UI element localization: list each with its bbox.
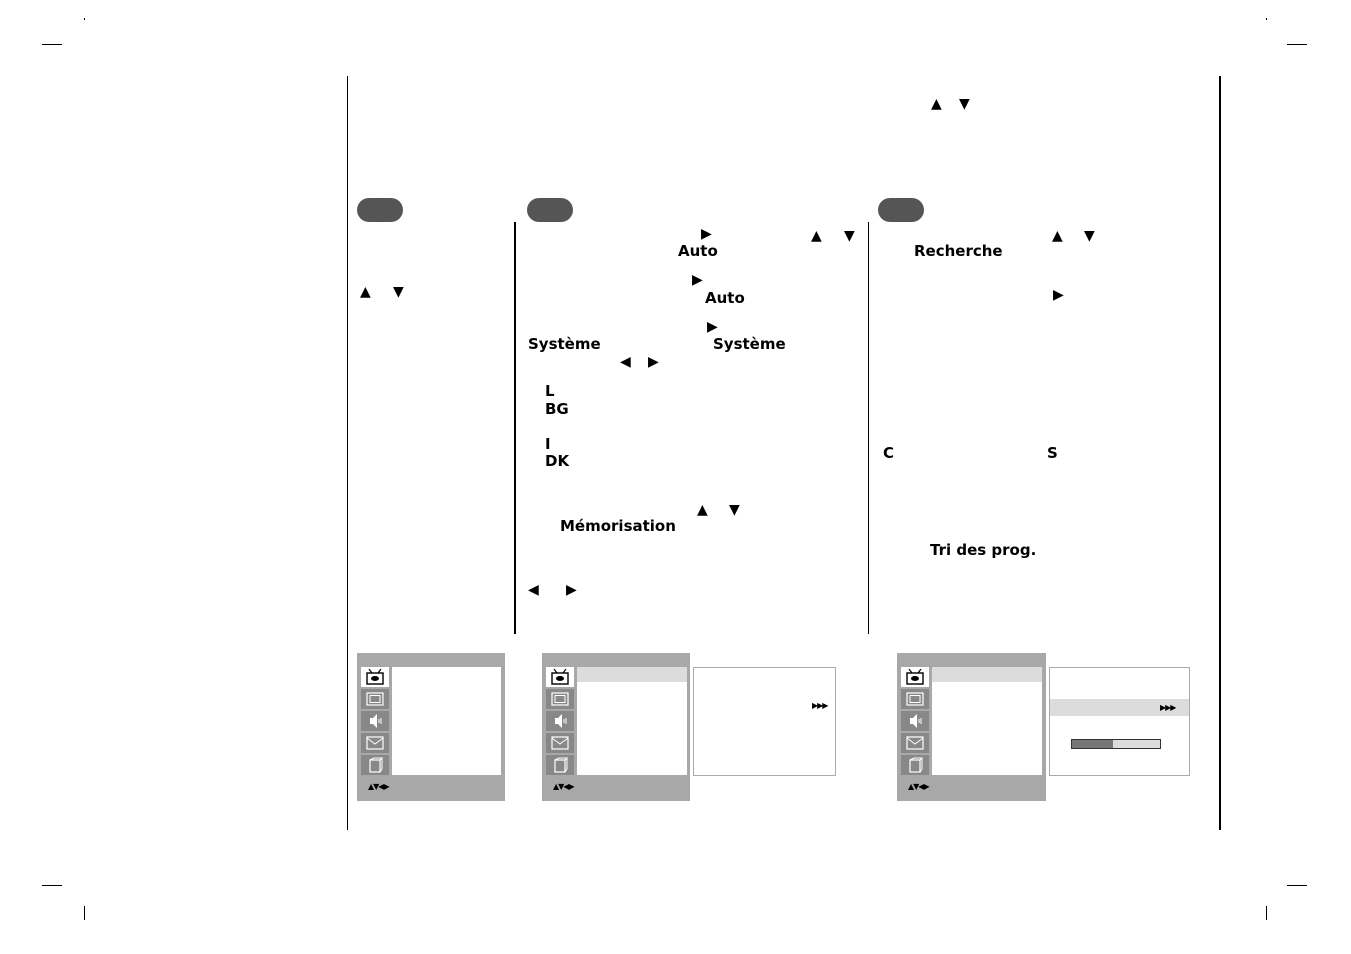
right-arrow-icon: ▶ — [701, 226, 712, 242]
right-arrow-icon: ▶ — [707, 319, 718, 335]
system-I: I — [545, 435, 551, 453]
left-arrow-icon: ◀ — [528, 582, 539, 598]
osd-nav-arrows: ▲▼◀▶ — [553, 782, 575, 791]
right-margin-line — [1219, 76, 1221, 830]
label-C: C — [883, 444, 895, 462]
systeme-label: Système — [528, 335, 601, 353]
crop-dot-top-right — [1266, 18, 1267, 20]
tv-station-icon[interactable] — [361, 667, 389, 687]
osd-menu-1: ▲▼◀▶ — [357, 653, 505, 801]
special-icon[interactable] — [546, 755, 574, 775]
up-arrow-icon: ▲ — [360, 284, 371, 300]
crop-mark-top-left-h — [42, 44, 62, 45]
down-arrow-icon: ▼ — [1084, 228, 1095, 244]
right-arrow-icon: ▶ — [692, 272, 703, 288]
crop-mark-bottom-left-h — [42, 885, 62, 886]
osd-menu-panel — [932, 667, 1042, 775]
down-arrow-icon: ▼ — [959, 96, 970, 112]
osd-menu-panel — [577, 667, 687, 775]
picture-icon[interactable] — [901, 689, 929, 709]
right-arrow-icon: ▶ — [648, 354, 659, 370]
up-arrow-icon: ▲ — [1052, 228, 1063, 244]
picture-icon[interactable] — [546, 689, 574, 709]
time-icon[interactable] — [546, 733, 574, 753]
systeme-label: Système — [713, 335, 786, 353]
submenu-arrow-icon[interactable]: ▶▶▶ — [1160, 703, 1177, 712]
osd-menu-2: ▲▼◀▶ — [542, 653, 690, 801]
crop-mark-bottom-right-v — [1266, 906, 1267, 920]
column-divider-1 — [514, 222, 516, 634]
left-margin-line — [347, 76, 348, 830]
crop-mark-bottom-right-h — [1287, 885, 1307, 886]
time-icon[interactable] — [361, 733, 389, 753]
picture-icon[interactable] — [361, 689, 389, 709]
menu-item-highlight[interactable] — [932, 667, 1042, 682]
right-arrow-icon: ▶ — [566, 582, 577, 598]
tri-des-prog-label: Tri des prog. — [930, 541, 1037, 559]
system-L: L — [545, 382, 555, 400]
up-arrow-icon: ▲ — [697, 502, 708, 518]
down-arrow-icon: ▼ — [844, 228, 855, 244]
system-DK: DK — [545, 452, 570, 470]
auto-label: Auto — [678, 242, 718, 260]
special-icon[interactable] — [901, 755, 929, 775]
sound-icon[interactable] — [361, 711, 389, 731]
label-S: S — [1047, 444, 1058, 462]
column-divider-2 — [868, 222, 869, 634]
search-progress-bar — [1071, 739, 1161, 749]
up-arrow-icon: ▲ — [931, 96, 942, 112]
crop-mark-top-right-h — [1287, 44, 1307, 45]
tv-station-icon[interactable] — [901, 667, 929, 687]
system-BG: BG — [545, 400, 569, 418]
down-arrow-icon: ▼ — [393, 284, 404, 300]
step-badge-3 — [878, 198, 924, 222]
step-badge-2 — [527, 198, 573, 222]
left-arrow-icon: ◀ — [620, 354, 631, 370]
submenu-highlight[interactable] — [1050, 699, 1189, 716]
osd-menu-3: ▲▼◀▶ — [897, 653, 1046, 801]
osd-nav-arrows: ▲▼◀▶ — [368, 782, 390, 791]
right-arrow-icon: ▶ — [1053, 287, 1064, 303]
auto-label: Auto — [705, 289, 745, 307]
menu-item-highlight[interactable] — [577, 667, 687, 682]
recherche-label: Recherche — [914, 242, 1003, 260]
osd-submenu-3: ▶▶▶ — [1049, 667, 1190, 776]
memorisation-label: Mémorisation — [560, 517, 676, 535]
crop-mark-bottom-left-v — [84, 906, 85, 920]
osd-menu-panel — [392, 667, 501, 775]
step-badge-1 — [357, 198, 403, 222]
down-arrow-icon: ▼ — [729, 502, 740, 518]
sound-icon[interactable] — [546, 711, 574, 731]
osd-submenu-2: ▶▶▶ — [693, 667, 836, 776]
crop-dot-top-left — [84, 18, 85, 20]
special-icon[interactable] — [361, 755, 389, 775]
sound-icon[interactable] — [901, 711, 929, 731]
up-arrow-icon: ▲ — [811, 228, 822, 244]
search-progress-fill — [1072, 740, 1114, 748]
submenu-arrow-icon[interactable]: ▶▶▶ — [812, 701, 829, 710]
time-icon[interactable] — [901, 733, 929, 753]
osd-nav-arrows: ▲▼◀▶ — [908, 782, 930, 791]
tv-station-icon[interactable] — [546, 667, 574, 687]
